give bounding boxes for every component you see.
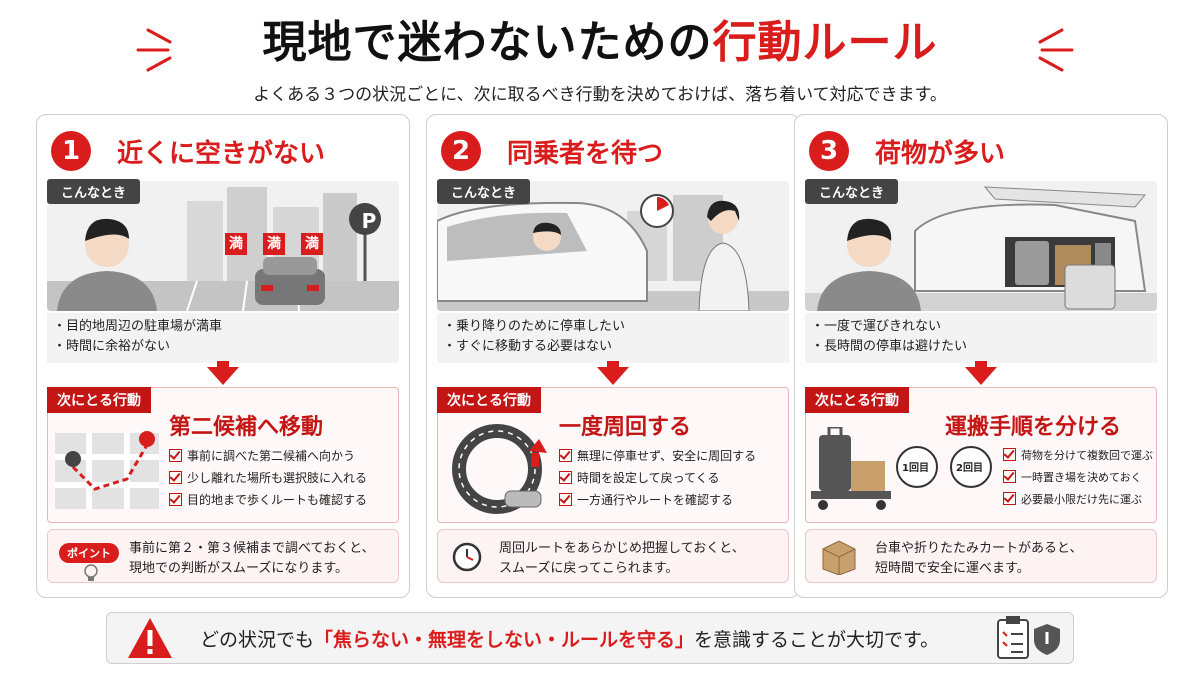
summary-banner xyxy=(106,612,1074,664)
clipboard-checklist-icon xyxy=(994,614,1036,664)
list-item: 事前に調べた第二候補へ向かう xyxy=(169,445,367,467)
cart-luggage-icon xyxy=(811,425,893,517)
when-label: こんなとき xyxy=(47,179,141,204)
checkbox-icon xyxy=(1003,448,1016,461)
page-title-accent: 行動ルール xyxy=(712,17,938,68)
checkbox-icon xyxy=(559,449,572,462)
list-item: ・長時間の停車は避けたい xyxy=(811,339,968,354)
card-title: 近くに空きがない xyxy=(117,139,326,169)
list-item: ・乗り降りのために停車したい xyxy=(443,319,626,334)
checkbox-icon xyxy=(559,493,572,506)
card-number: 1 xyxy=(51,131,91,171)
checkbox-icon xyxy=(169,471,182,484)
list-item: 無理に停車せず、安全に周回する xyxy=(559,445,756,467)
action-checklist: 無理に停車せず、安全に周回する 時間を設定して戻ってくる 一方通行やルートを確認… xyxy=(559,445,756,511)
full-sign: 満 xyxy=(225,233,247,255)
full-sign: 満 xyxy=(301,233,323,255)
full-sign: 満 xyxy=(263,233,285,255)
page-subtitle: よくある３つの状況ごとに、次に取るべき行動を決めておけば、落ち着いて対応できます… xyxy=(253,85,947,105)
action-checklist: 荷物を分けて複数回で運ぶ 一時置き場を決めておく 必要最小限だけ先に運ぶ xyxy=(1003,445,1153,511)
box-icon xyxy=(819,537,859,579)
parking-sign: P xyxy=(361,209,377,233)
situation-list: ・一度で運びきれない ・長時間の停車は避けたい xyxy=(805,313,1157,363)
list-item: 時間を設定して戻ってくる xyxy=(559,467,756,489)
list-item: ・時間に余裕がない xyxy=(53,339,171,354)
shield-icon xyxy=(1032,622,1062,660)
when-label: こんなとき xyxy=(437,179,531,204)
arrow-down-icon xyxy=(965,367,997,385)
situation-list: ・目的地周辺の駐車場が満車 ・時間に余裕がない xyxy=(47,313,399,363)
warning-icon xyxy=(126,616,174,664)
arrow-down-icon-stem xyxy=(217,361,229,369)
action-label: 次にとる行動 xyxy=(805,387,909,413)
step-label: 2回目 xyxy=(956,463,983,474)
card-title: 同乗者を待つ xyxy=(507,139,664,169)
list-item: ・すぐに移動する必要はない xyxy=(443,339,613,354)
map-route-icon xyxy=(55,427,165,513)
card-number: 2 xyxy=(441,131,481,171)
attention-lines-left-icon xyxy=(130,16,180,76)
tip-text: 事前に第２・第３候補まで調べておくと、 現地での判断がスムーズになります。 xyxy=(129,541,375,576)
situation-list: ・乗り降りのために停車したい ・すぐに移動する必要はない xyxy=(437,313,789,363)
card-title: 荷物が多い xyxy=(875,139,1006,169)
action-title: 運搬手順を分ける xyxy=(945,415,1122,440)
list-item: 必要最小限だけ先に運ぶ xyxy=(1003,489,1153,511)
list-item: 目的地まで歩くルートも確認する xyxy=(169,489,367,511)
list-item: ・目的地周辺の駐車場が満車 xyxy=(53,319,223,334)
arrow-down-icon xyxy=(597,367,629,385)
attention-lines-right-icon xyxy=(1030,16,1080,76)
card-number: 3 xyxy=(809,131,849,171)
step-cycle-icon xyxy=(893,441,997,497)
tip-text: 周回ルートをあらかじめ把握しておくと、 スムーズに戻ってこられます。 xyxy=(499,541,745,576)
arrow-down-icon xyxy=(207,367,239,385)
card-no-space: 1 近くに空きがない 満 満 満 P こんなとき ・目的地周辺の駐車場が満車 ・… xyxy=(36,114,410,598)
checkbox-icon xyxy=(169,449,182,462)
summary-rule: 「焦らない・無理をしない・ルールを守る」 xyxy=(314,629,695,651)
clock-icon xyxy=(451,541,483,577)
page-title-main: 現地で迷わないための xyxy=(262,17,713,68)
waiting-passenger-illustration xyxy=(437,181,789,311)
when-label: こんなとき xyxy=(805,179,899,204)
checkbox-icon xyxy=(1003,492,1016,505)
action-title: 一度周回する xyxy=(559,415,692,440)
lightbulb-icon xyxy=(81,563,101,587)
point-badge: ポイント xyxy=(59,543,119,563)
list-item: 一時置き場を決めておく xyxy=(1003,467,1153,489)
summary-text: どの状況でも「焦らない・無理をしない・ルールを守る」を意識することが大切です。 xyxy=(200,629,940,651)
action-checklist: 事前に調べた第二候補へ向かう 少し離れた場所も選択肢に入れる 目的地まで歩くルー… xyxy=(169,445,367,511)
action-label: 次にとる行動 xyxy=(47,387,151,413)
card-wait-passenger: 2 同乗者を待つ こんなとき ・乗り降りのために停車したい ・すぐに移動する必要… xyxy=(426,114,800,598)
loop-road-icon xyxy=(445,421,555,521)
action-title: 第二候補へ移動 xyxy=(169,415,324,440)
checkbox-icon xyxy=(559,471,572,484)
page-title: 現地で迷わないための行動ルール xyxy=(0,6,1200,70)
action-label: 次にとる行動 xyxy=(437,387,541,413)
card-much-luggage: 3 荷物が多い こんなとき ・一度で運びきれない ・長時間の停車は避けたい 次に… xyxy=(794,114,1168,598)
step-label: 1回目 xyxy=(902,463,929,474)
tip-box xyxy=(437,529,789,583)
list-item: 少し離れた場所も選択肢に入れる xyxy=(169,467,367,489)
checkbox-icon xyxy=(1003,470,1016,483)
tip-text: 台車や折りたたみカートがあると、 短時間で安全に運べます。 xyxy=(875,541,1083,576)
list-item: 荷物を分けて複数回で運ぶ xyxy=(1003,445,1153,467)
checkbox-icon xyxy=(169,493,182,506)
list-item: ・一度で運びきれない xyxy=(811,319,942,334)
arrow-down-icon-stem xyxy=(975,361,987,369)
tip-box xyxy=(805,529,1157,583)
list-item: 一方通行やルートを確認する xyxy=(559,489,756,511)
arrow-down-icon-stem xyxy=(607,361,619,369)
